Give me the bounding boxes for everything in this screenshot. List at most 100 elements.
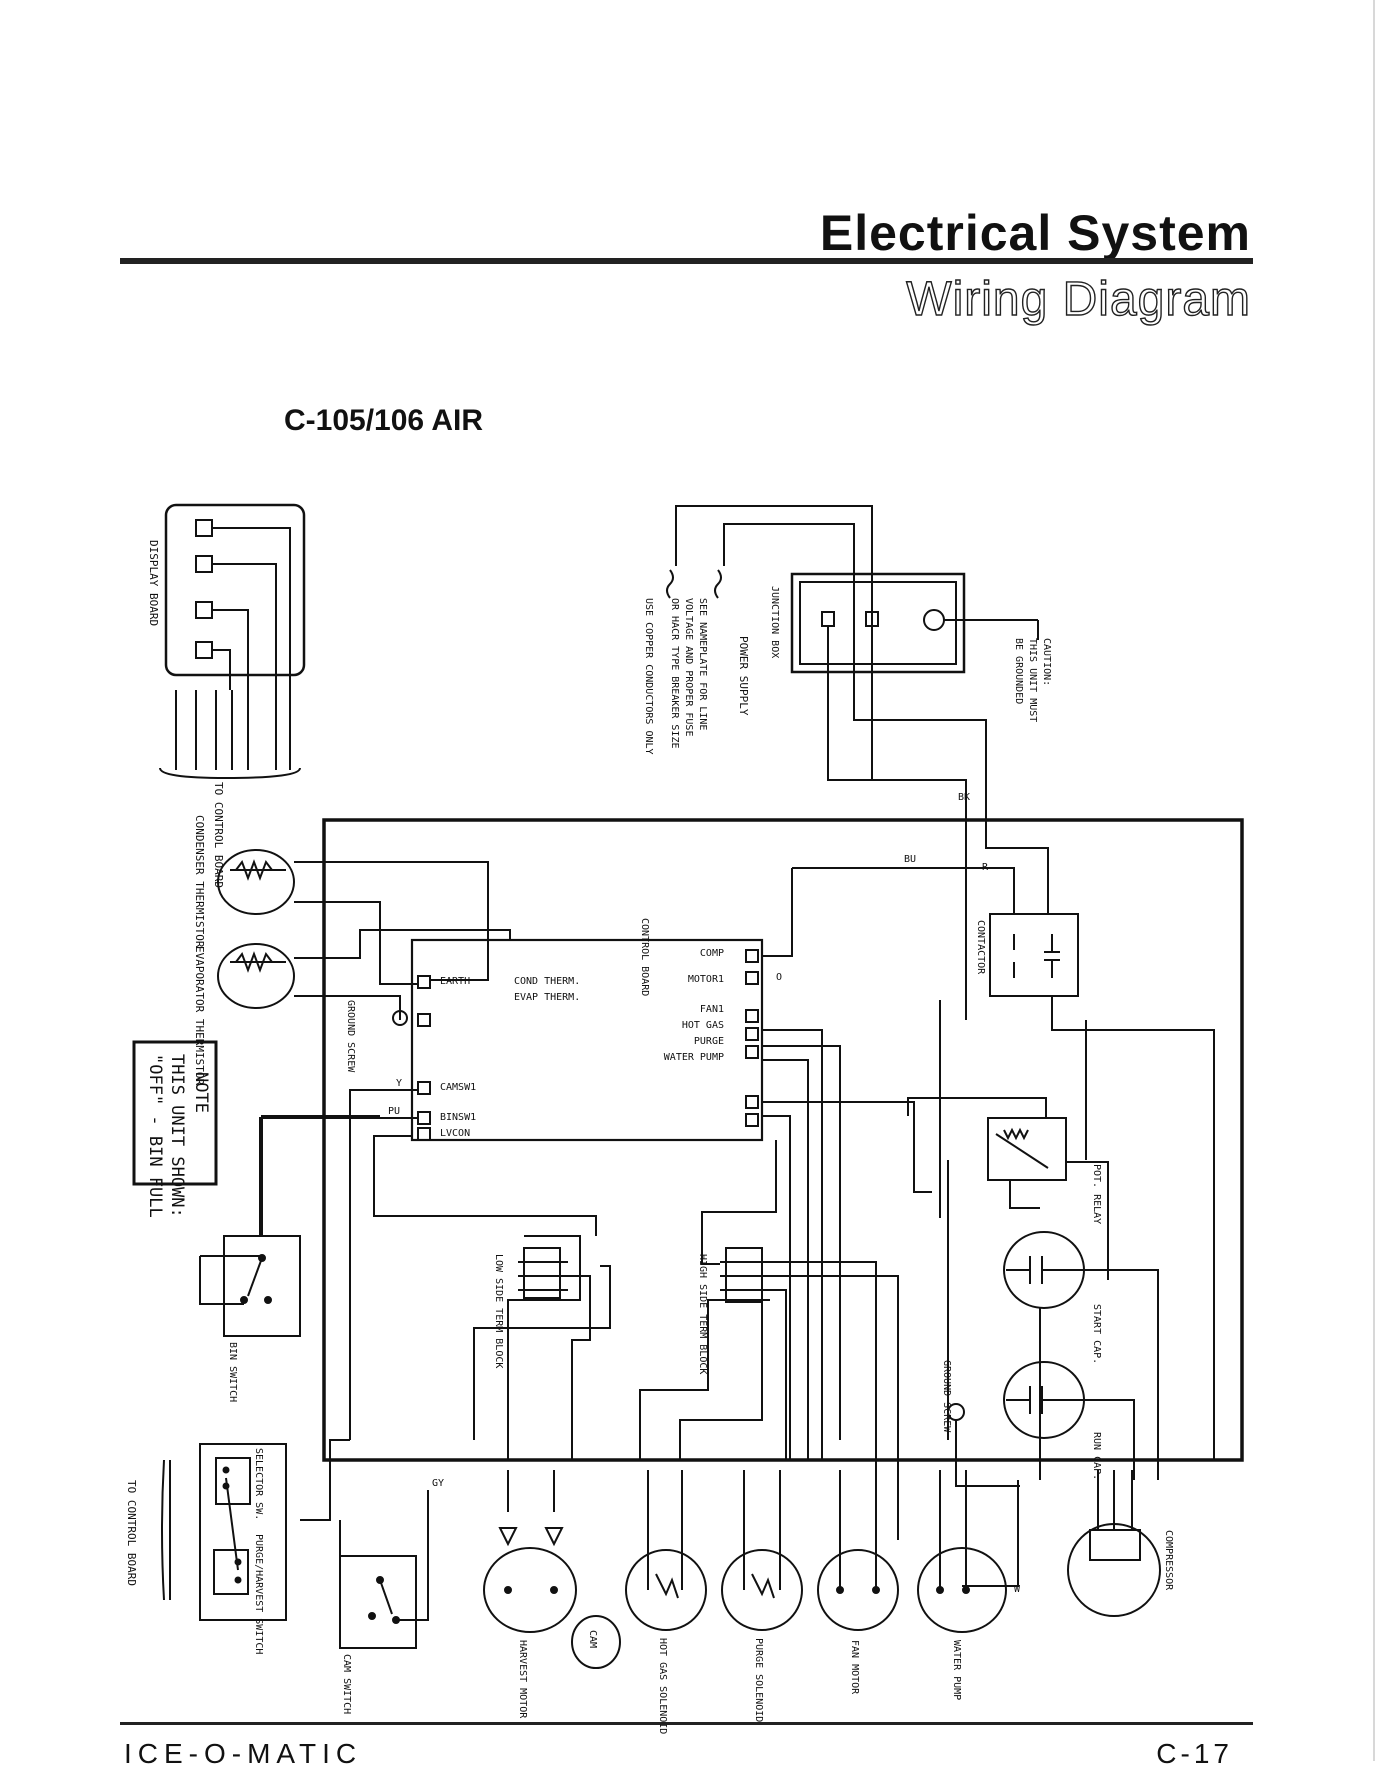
terminal-lvcon: LVCON	[440, 1128, 470, 1139]
caution-1: CAUTION:	[1041, 638, 1052, 686]
fan-motor-label: FAN MOTOR	[849, 1640, 860, 1695]
hot-gas-solenoid-label: HOT GAS SOLENOID	[657, 1638, 668, 1734]
condenser-thermistor-label: CONDENSER THERMISTOR	[193, 815, 206, 948]
board-right-wires	[762, 1029, 932, 1460]
main-enclosure	[322, 818, 1244, 1462]
contactor: CONTACTOR	[975, 913, 1079, 997]
footer-page-number: C-17	[1156, 1738, 1233, 1769]
power-supply-label: POWER SUPPLY	[737, 636, 750, 716]
high-side-term-block: HIGH SIDE TERM BLOCK	[697, 1247, 770, 1374]
cap-wires	[939, 1000, 1159, 1487]
page-subtitle: Wiring Diagram	[906, 272, 1251, 326]
terminal-binsw1: BINSW1	[440, 1112, 476, 1123]
junction-box: JUNCTION BOX CAUTION: THIS UNIT MUST BE …	[769, 572, 1052, 781]
note-title: NOTE	[191, 1072, 211, 1113]
terminal-hot-gas: HOT GAS	[682, 1020, 724, 1031]
cam-y-wire	[300, 1439, 350, 1521]
water-pump-label: WATER PUMP	[951, 1640, 962, 1700]
model-number: C-105/106 AIR	[284, 404, 483, 437]
compressor: COMPRESSOR	[1067, 1470, 1174, 1617]
note-line-1: THIS UNIT SHOWN:	[167, 1054, 187, 1218]
selector-switch-label: SELECTOR SW.	[253, 1448, 264, 1520]
purge-solenoid-label: PURGE SOLENOID	[753, 1638, 764, 1722]
cam-switch-label: CAM SWITCH	[341, 1654, 352, 1714]
to-control-board-label: TO CONTROL BOARD	[212, 782, 225, 888]
footer-rule	[120, 1722, 1253, 1725]
control-board: CONTROL BOARD COMP MOTOR1 FAN1 HOT GAS P…	[345, 918, 764, 1142]
power-note-3: OR HACR TYPE BREAKER SIZE	[669, 598, 680, 749]
wire-code-pu: PU	[388, 1106, 400, 1117]
contactor-label: CONTACTOR	[975, 920, 986, 975]
low-side-label: LOW SIDE TERM BLOCK	[493, 1254, 504, 1368]
hot-gas-solenoid: HOT GAS SOLENOID	[625, 1470, 707, 1734]
display-board-label: DISPLAY BOARD	[147, 540, 160, 626]
power-supply: POWER SUPPLY SEE NAMEPLATE FOR LINE VOLT…	[643, 505, 987, 800]
footer-brand: ICE-O-MATIC	[124, 1738, 363, 1769]
relay-wires	[907, 1020, 1109, 1280]
terminal-cond-therm: COND THERM.	[514, 976, 580, 987]
ground-screw-label: GROUND SCREW	[345, 1000, 356, 1073]
bin-switch: BIN SWITCH	[199, 1115, 380, 1402]
harvest-motor: HARVEST MOTOR	[483, 1470, 577, 1719]
terminal-camsw1: CAMSW1	[440, 1082, 476, 1093]
wire-code-r: R	[982, 862, 989, 873]
terminal-motor1: MOTOR1	[688, 974, 724, 985]
start-cap: START CAP.	[1003, 1231, 1102, 1364]
water-pump: WATER PUMP	[917, 1470, 1019, 1700]
wire-code-gy: GY	[432, 1478, 444, 1489]
term-block-wires	[473, 1140, 899, 1540]
control-board-label: CONTROL BOARD	[639, 918, 650, 996]
header-rule	[120, 258, 1253, 264]
wire-code-y: Y	[396, 1078, 402, 1089]
terminal-earth: EARTH	[440, 976, 470, 987]
run-cap-label: RUN CAP.	[1091, 1432, 1102, 1480]
selector-switch: SELECTOR SW. PURGE/HARVEST SWITCH TO CON…	[125, 1443, 287, 1654]
condenser-thermistor: CONDENSER THERMISTOR	[193, 815, 295, 948]
power-note-2: VOLTAGE AND PROPER FUSE	[683, 598, 694, 736]
ground-screw-right: GROUND SCREW	[941, 1360, 965, 1433]
terminal-comp: COMP	[700, 948, 724, 959]
caution-2: THIS UNIT MUST	[1027, 638, 1038, 722]
evaporator-thermistor-label: EVAPORATOR THERMISTOR	[193, 946, 206, 1085]
pot-relay-label: POT. RELAY	[1091, 1164, 1102, 1224]
compressor-label: COMPRESSOR	[1163, 1530, 1174, 1591]
page-edge	[1373, 0, 1375, 1761]
junction-box-label: JUNCTION BOX	[769, 586, 780, 658]
wire-code-o: O	[776, 972, 782, 983]
caution-3: BE GROUNDED	[1013, 638, 1024, 704]
wire-code-bu: BU	[904, 854, 916, 865]
board-left-wires	[259, 1089, 597, 1440]
start-cap-label: START CAP.	[1091, 1304, 1102, 1364]
wire-code-w: W	[1014, 1584, 1021, 1595]
terminal-water-pump: WATER PUMP	[664, 1052, 724, 1063]
to-control-board-bottom-label: TO CONTROL BOARD	[125, 1480, 138, 1586]
run-cap: RUN CAP.	[1003, 1361, 1102, 1480]
cam: CAM	[571, 1615, 621, 1669]
note-line-2: "OFF" - BIN FULL	[145, 1054, 165, 1218]
purge-solenoid: PURGE SOLENOID	[721, 1470, 803, 1722]
fan-motor: FAN MOTOR	[817, 1470, 899, 1695]
harvest-motor-label: HARVEST MOTOR	[517, 1640, 528, 1719]
page-title: Electrical System	[819, 205, 1251, 261]
terminal-purge: PURGE	[694, 1036, 724, 1047]
note-box: NOTE THIS UNIT SHOWN: "OFF" - BIN FULL	[132, 1040, 218, 1218]
ground-screw-right-label: GROUND SCREW	[941, 1360, 952, 1433]
wire-code-labels: BK R BU Y PU O GY W	[388, 792, 1021, 1595]
purge-harvest-switch-label: PURGE/HARVEST SWITCH	[253, 1534, 264, 1654]
high-side-label: HIGH SIDE TERM BLOCK	[697, 1254, 708, 1374]
evaporator-thermistor: EVAPORATOR THERMISTOR	[193, 943, 295, 1085]
display-board: DISPLAY BOARD TO CONTROL BOARD	[147, 503, 306, 888]
terminal-evap-therm: EVAP THERM.	[514, 992, 580, 1003]
bin-switch-label: BIN SWITCH	[227, 1342, 238, 1402]
cam-switch: CAM SWITCH	[339, 1490, 429, 1714]
low-side-term-block: LOW SIDE TERM BLOCK	[493, 1247, 568, 1368]
terminal-fan1: FAN1	[700, 1004, 724, 1015]
cam-label: CAM	[587, 1630, 598, 1648]
power-note-1: SEE NAMEPLATE FOR LINE	[697, 598, 708, 730]
wire-code-bk: BK	[958, 792, 970, 803]
thermistor-wires	[294, 861, 511, 1020]
power-note-4: USE COPPER CONDUCTORS ONLY	[643, 598, 654, 755]
potential-relay: POT. RELAY	[987, 1117, 1102, 1224]
contactor-wires	[762, 800, 1215, 1460]
